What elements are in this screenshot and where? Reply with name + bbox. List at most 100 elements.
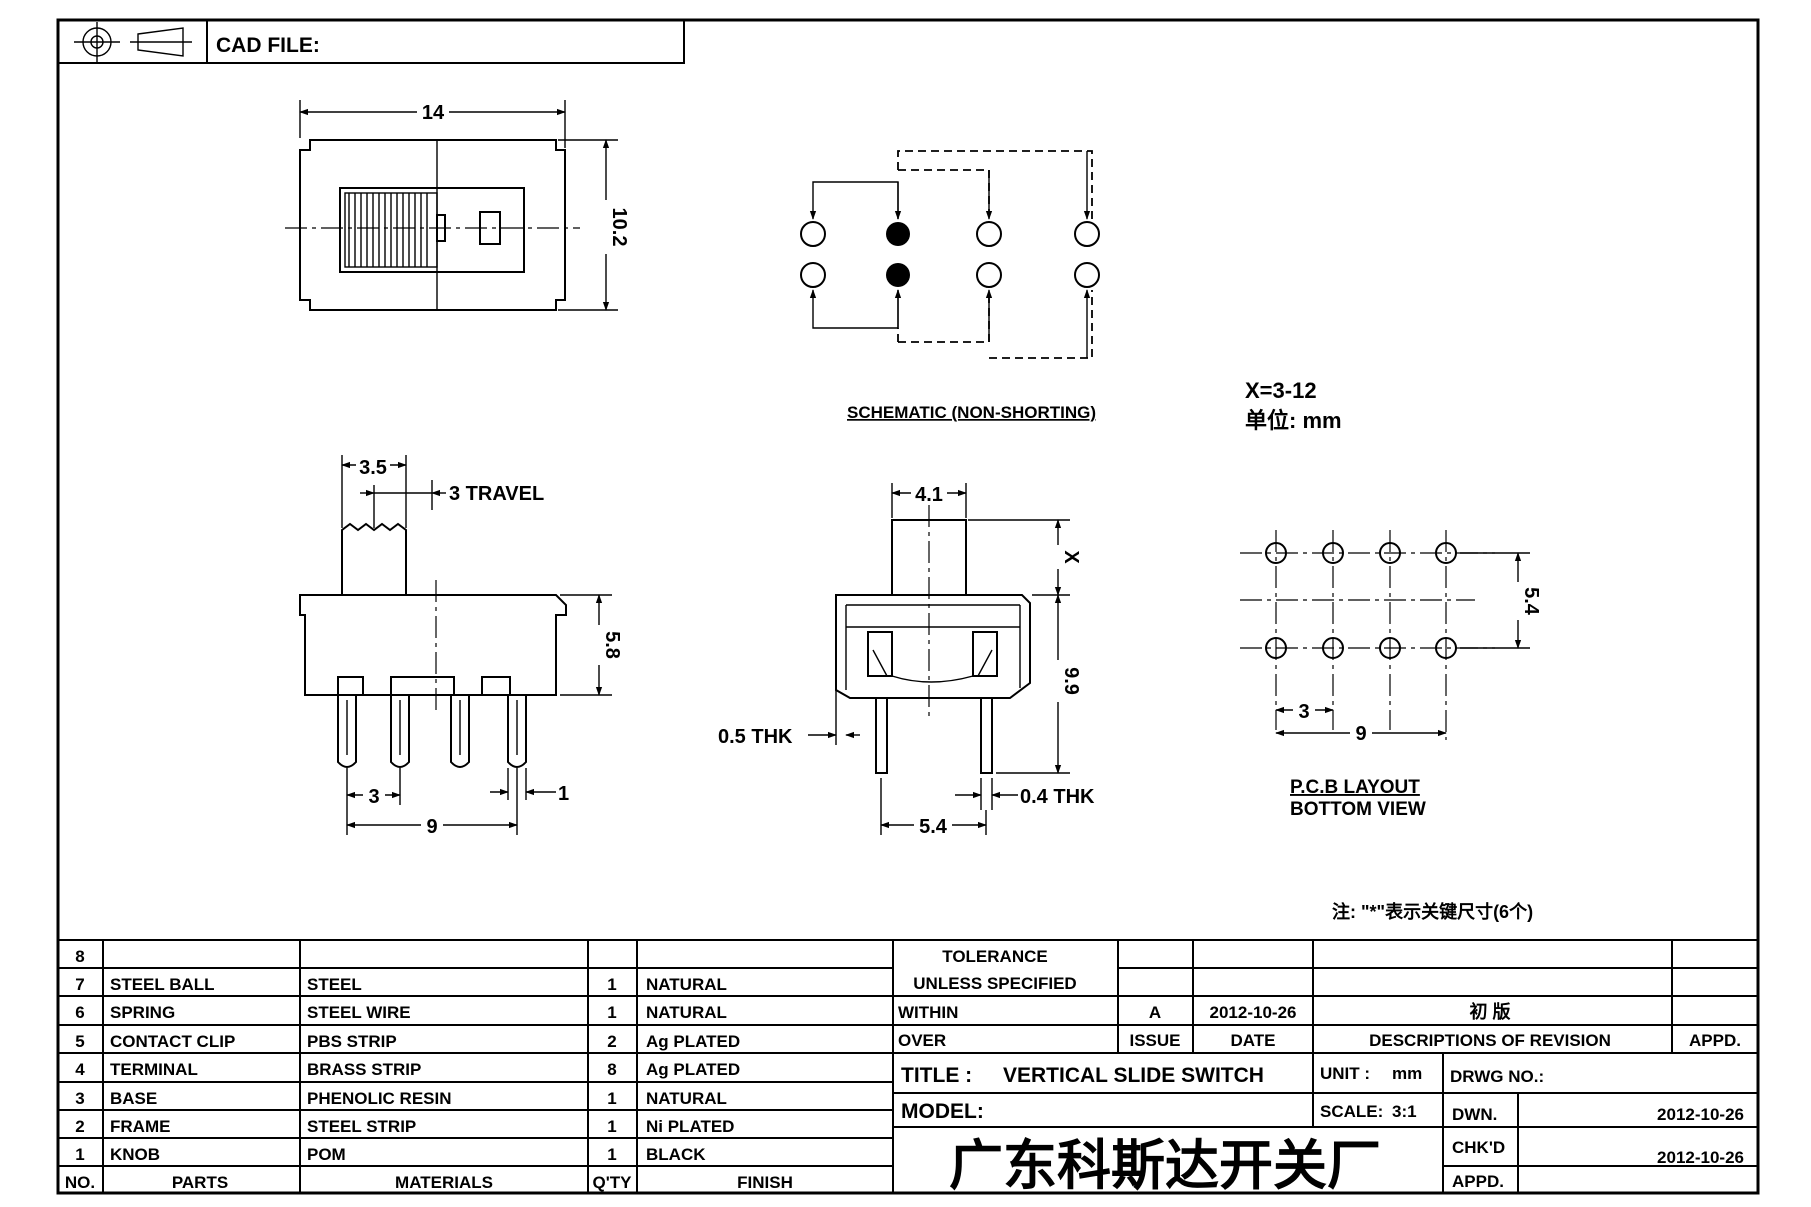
bom-row-no: 7	[75, 975, 84, 994]
unit-label: UNIT :	[1320, 1064, 1370, 1083]
drawn-label: DWN.	[1452, 1105, 1497, 1124]
bom-row-finish: Ni PLATED	[646, 1117, 734, 1136]
scale-label: SCALE:	[1320, 1102, 1383, 1121]
bom-row-part: STEEL BALL	[110, 975, 215, 994]
pcb-hole	[1435, 542, 1457, 564]
pcb-caption-line2: BOTTOM VIEW	[1290, 799, 1426, 820]
unless-specified-label: UNLESS SPECIFIED	[913, 974, 1076, 993]
description-header: DESCRIPTIONS OF REVISION	[1369, 1031, 1611, 1050]
top-view: 14 10.2	[285, 99, 630, 311]
top-height-dim: 10.2	[608, 208, 630, 247]
header-block: CAD FILE:	[58, 20, 685, 64]
pcb-hole	[1265, 542, 1287, 564]
over-label: OVER	[898, 1031, 946, 1050]
bom-row-finish: NATURAL	[646, 975, 727, 994]
appd-header: APPD.	[1689, 1031, 1741, 1050]
knob-width-end-dim: 4.1	[915, 484, 943, 506]
approved-label: APPD.	[1452, 1172, 1504, 1191]
side-view: 3.5 3 TRAVEL 5.8 3 1 9	[299, 455, 623, 838]
bom-header-materials: MATERIALS	[395, 1173, 493, 1192]
bom-row-qty: 1	[607, 1003, 616, 1022]
bom-row-finish: Ag PLATED	[646, 1032, 740, 1051]
bom-row-qty: 1	[607, 975, 616, 994]
bom-row-qty: 1	[607, 1145, 616, 1164]
pcb-row-spacing-dim: 5.4	[1520, 587, 1542, 616]
bom-row-qty: 1	[607, 1117, 616, 1136]
bom-header-qty: Q'TY	[593, 1173, 633, 1192]
knob-height-dim: X	[1060, 550, 1082, 564]
bom-row-part: TERMINAL	[110, 1060, 198, 1079]
top-width-dim: 14	[422, 102, 445, 124]
knob-ridges	[344, 192, 438, 268]
model-label: MODEL:	[901, 1100, 984, 1123]
within-label: WITHIN	[898, 1003, 958, 1022]
issue-header: ISSUE	[1129, 1031, 1180, 1050]
title-label: TITLE :	[901, 1064, 972, 1087]
pcb-span-dim: 9	[1355, 723, 1366, 745]
bom-row-finish: Ag PLATED	[646, 1060, 740, 1079]
terminal-left	[875, 697, 888, 774]
pin-pitch-dim: 3	[368, 786, 379, 808]
revision-description: 初 版	[1469, 1001, 1510, 1022]
drawing-title: VERTICAL SLIDE SWITCH	[1003, 1064, 1264, 1087]
pcb-hole	[1379, 542, 1401, 564]
terminal-common-2	[886, 263, 910, 287]
terminal-right	[980, 697, 993, 774]
bom-header-no: NO.	[65, 1173, 95, 1192]
bom-row-part: SPRING	[110, 1003, 175, 1022]
pin-4	[507, 695, 527, 768]
knob-width-dim: 3.5	[359, 457, 387, 479]
bom-row-no: 4	[75, 1060, 85, 1079]
terminal-open-5	[976, 262, 1002, 288]
schematic-caption: SCHEMATIC (NON-SHORTING)	[847, 403, 1096, 422]
bom-row-material: PBS STRIP	[307, 1032, 397, 1051]
bom-row-qty: 1	[607, 1089, 616, 1108]
bom-row-no: 5	[75, 1032, 84, 1051]
bom-row-finish: NATURAL	[646, 1089, 727, 1108]
checked-label: CHK'D	[1452, 1138, 1505, 1157]
pin-3	[450, 695, 470, 768]
travel-dim: 3 TRAVEL	[449, 483, 544, 505]
bom-row-no: 1	[75, 1145, 84, 1164]
terminal-open-2	[976, 221, 1002, 247]
bill-of-materials-table: 8 7 STEEL BALL STEEL 1 NATURAL 6 SPRING …	[58, 939, 1758, 1193]
bom-row-finish: BLACK	[646, 1145, 706, 1164]
bom-row-material: BRASS STRIP	[307, 1060, 421, 1079]
end-view: 4.1 X 9.9 0.5 THK 0.4 THK 5.4	[718, 483, 1095, 838]
terminal-open-4	[800, 262, 826, 288]
first-angle-projection-icon	[74, 22, 192, 62]
bom-header-finish: FINISH	[737, 1173, 793, 1192]
cad-file-label: CAD FILE:	[216, 34, 320, 57]
scale-value: 3:1	[1392, 1102, 1417, 1121]
revision-issue: A	[1149, 1003, 1161, 1022]
bom-row-material: STEEL	[307, 975, 362, 994]
terminal-open-1	[800, 221, 826, 247]
drawing-number-label: DRWG NO.:	[1450, 1067, 1544, 1086]
bom-row-no: 6	[75, 1003, 84, 1022]
unit-note: 单位: mm	[1245, 408, 1342, 433]
date-header: DATE	[1230, 1031, 1275, 1050]
pcb-hole	[1435, 637, 1457, 659]
unit-value: mm	[1392, 1064, 1422, 1083]
pcb-layout: 5.4 3 9 P.C.B LAYOUT BOTTOM VIEW	[1240, 530, 1542, 820]
bom-row-finish: NATURAL	[646, 1003, 727, 1022]
bom-row-no: 8	[75, 947, 84, 966]
terminal-open-6	[1074, 262, 1100, 288]
schematic-diagram: SCHEMATIC (NON-SHORTING)	[800, 150, 1100, 422]
pcb-hole	[1322, 542, 1344, 564]
bom-row-part: BASE	[110, 1089, 157, 1108]
bom-row-qty: 8	[607, 1060, 616, 1079]
bom-row-no: 2	[75, 1117, 84, 1136]
pcb-pitch-dim: 3	[1298, 701, 1309, 723]
bom-row-part: FRAME	[110, 1117, 170, 1136]
pin-2	[390, 695, 410, 768]
bom-row-material: STEEL WIRE	[307, 1003, 411, 1022]
bom-row-no: 3	[75, 1089, 84, 1108]
pin-span-dim: 9	[426, 816, 437, 838]
terminal-open-3	[1074, 221, 1100, 247]
frame-thickness-dim: 0.5 THK	[718, 726, 793, 748]
pin-1	[337, 695, 357, 768]
bom-row-material: POM	[307, 1145, 346, 1164]
pcb-hole	[1379, 637, 1401, 659]
